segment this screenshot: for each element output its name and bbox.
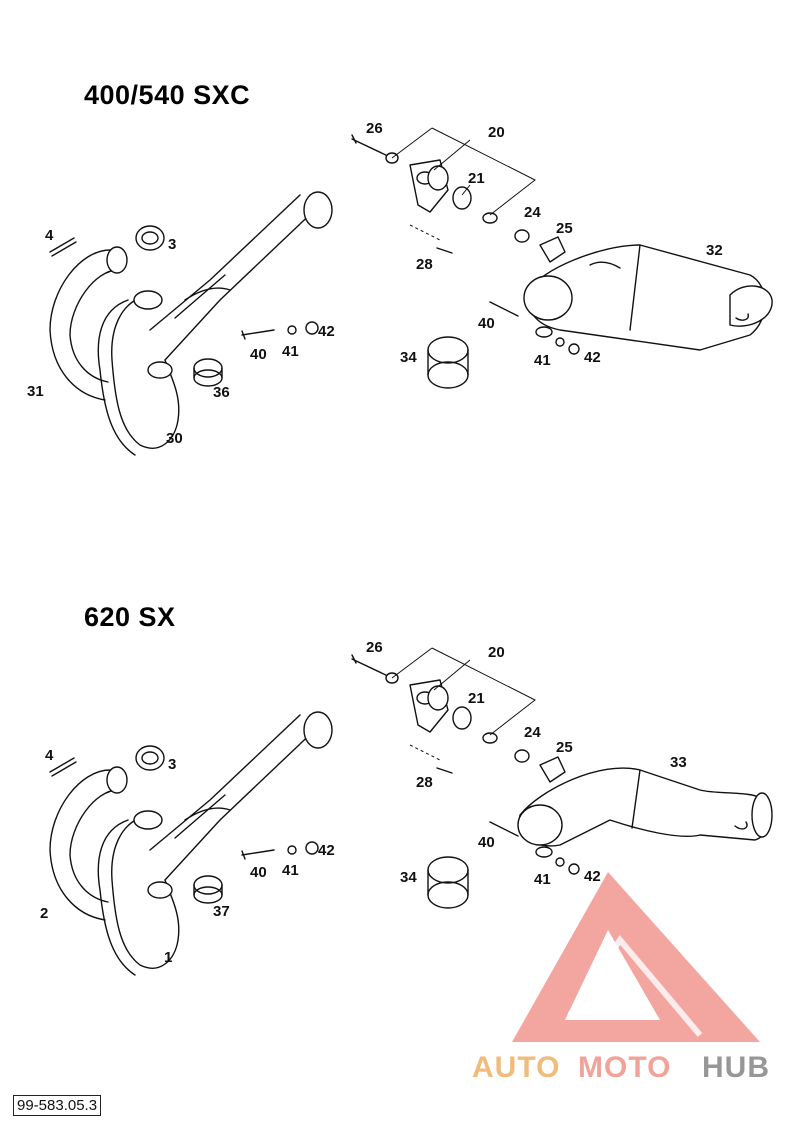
upper-section-drawing (49, 127, 773, 456)
callout: 33 (670, 754, 687, 771)
callout: 40 (250, 864, 267, 881)
callout: 24 (524, 724, 541, 741)
gasket-ring-icon (135, 745, 165, 771)
watermark-moto: MOTO (578, 1051, 671, 1084)
callout: 28 (416, 256, 433, 273)
callout: 41 (534, 871, 551, 888)
callout: 40 (250, 346, 267, 363)
sleeve-ring-icon (193, 358, 223, 387)
section-title-bottom: 620 SX (84, 602, 176, 632)
watermark-hub: HUB (702, 1051, 770, 1084)
watermark-logo: AUTO MOTO HUB (472, 872, 770, 1084)
callout: 34 (400, 869, 417, 886)
callout: 3 (168, 236, 176, 253)
callout: 42 (584, 349, 601, 366)
gasket-ring-icon (135, 225, 165, 251)
silencer-sx-icon (517, 767, 773, 847)
callout: 20 (488, 644, 505, 661)
callout: 41 (534, 352, 551, 369)
callout: 4 (45, 747, 54, 764)
callout: 21 (468, 170, 485, 187)
callout: 41 (282, 343, 299, 360)
callout: 25 (556, 739, 573, 756)
callout: 28 (416, 774, 433, 791)
callout: 24 (524, 204, 541, 221)
callout: 4 (45, 227, 54, 244)
callout: 30 (166, 430, 183, 447)
callout: 32 (706, 242, 723, 259)
callout: 20 (488, 124, 505, 141)
callout: 26 (366, 120, 383, 137)
callout: 1 (164, 949, 172, 966)
callout: 42 (318, 323, 335, 340)
callout: 25 (556, 220, 573, 237)
sleeve-34-icon (427, 856, 469, 909)
callout: 21 (468, 690, 485, 707)
callout: 2 (40, 905, 48, 922)
callouts-lower: 26 20 21 24 25 33 4 3 28 40 41 42 34 40 … (40, 639, 687, 966)
section-title-top: 400/540 SXC (84, 80, 251, 110)
spring-icon (49, 237, 77, 257)
watermark-auto: AUTO (472, 1051, 560, 1084)
sleeve-34-icon (427, 336, 469, 389)
callout: 40 (478, 315, 495, 332)
spring-icon (49, 757, 77, 777)
callout: 42 (584, 868, 601, 885)
callouts-upper: 26 20 21 24 25 32 4 3 28 40 41 42 34 40 … (27, 120, 723, 447)
silencer-fasteners-icon (489, 821, 580, 875)
callout: 40 (478, 834, 495, 851)
sleeve-ring-icon (193, 875, 223, 904)
callout: 31 (27, 383, 44, 400)
callout: 36 (213, 384, 230, 401)
callout: 37 (213, 903, 230, 920)
callout: 41 (282, 862, 299, 879)
document-number: 99-583.05.3 (13, 1095, 102, 1116)
lower-section-drawing (49, 647, 580, 976)
silencer-fasteners-icon (489, 301, 580, 355)
callout: 34 (400, 349, 417, 366)
callout: 3 (168, 756, 176, 773)
callout: 42 (318, 842, 335, 859)
callout: 26 (366, 639, 383, 656)
